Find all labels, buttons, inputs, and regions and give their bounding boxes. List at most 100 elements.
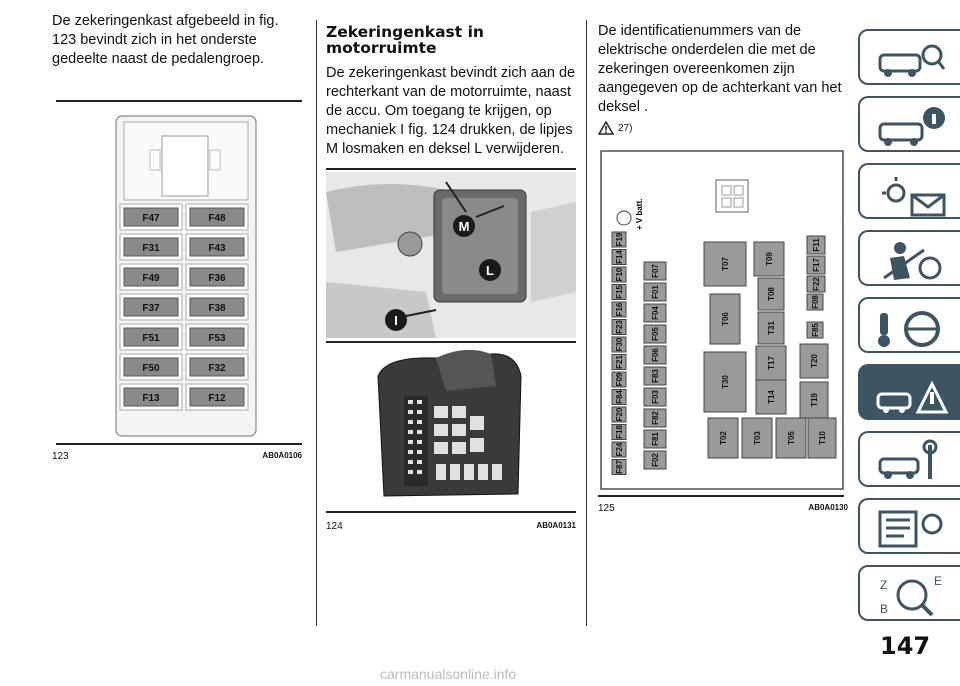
airbag-seatbelt-icon bbox=[883, 242, 942, 280]
warning-reference: 27) bbox=[598, 121, 848, 135]
mini-fuse bbox=[611, 406, 627, 423]
car-service-icon bbox=[878, 439, 938, 479]
car-dashboard-search-icon bbox=[878, 44, 946, 77]
label-f03: F03 bbox=[651, 390, 660, 404]
chapter-tab-7[interactable] bbox=[858, 431, 960, 487]
fuse-layout-diagram: + V batt. F19F14F10F15F16F23F30F21F09F84… bbox=[600, 150, 844, 490]
engine-bay-photo: M L I bbox=[326, 172, 576, 338]
label-f18: F18 bbox=[615, 425, 624, 439]
svg-text:B: B bbox=[880, 602, 888, 616]
label-f21: F21 bbox=[615, 355, 624, 369]
svg-text:E: E bbox=[934, 574, 942, 588]
label-f81: F81 bbox=[651, 432, 660, 446]
section-heading: Zekeringenkast in motorruimte bbox=[326, 23, 484, 57]
label-t30: T30 bbox=[721, 375, 730, 389]
mini-fuse bbox=[611, 249, 627, 265]
fuse bbox=[123, 327, 179, 347]
label-f05: F05 bbox=[651, 327, 660, 341]
label-f08: F08 bbox=[811, 295, 820, 309]
settings-list-icon bbox=[878, 510, 943, 548]
label-t02: T02 bbox=[719, 431, 728, 445]
mini-fuse bbox=[611, 371, 627, 388]
label-f83: F83 bbox=[651, 369, 660, 383]
watermark: carmanualsonline.info bbox=[380, 666, 517, 682]
fuse-left-f31: F31 bbox=[142, 243, 160, 254]
label-f85: F85 bbox=[811, 323, 820, 337]
chapter-tab-4[interactable] bbox=[858, 230, 960, 286]
fuse-left-f13: F13 bbox=[142, 393, 160, 404]
relay bbox=[703, 241, 747, 287]
fuse bbox=[189, 327, 245, 347]
fuse-right-f43: F43 bbox=[208, 243, 226, 254]
fuse bbox=[189, 387, 245, 407]
fuse bbox=[123, 207, 179, 227]
label-f20: F20 bbox=[615, 407, 624, 421]
fuse-left-f50: F50 bbox=[142, 363, 160, 374]
maxi-fuse bbox=[643, 282, 667, 302]
label-f23: F23 bbox=[615, 320, 624, 334]
fuse bbox=[189, 237, 245, 257]
label-f16: F16 bbox=[615, 302, 624, 316]
label-t14: T14 bbox=[767, 390, 776, 404]
figure-divider bbox=[326, 511, 576, 513]
relay-small bbox=[806, 235, 826, 255]
steering-wheel-key-icon bbox=[878, 311, 940, 347]
car-emergency-icon bbox=[876, 380, 949, 414]
figure-divider bbox=[598, 495, 844, 497]
fuse-right-f36: F36 bbox=[208, 273, 226, 284]
label-f07: F07 bbox=[651, 264, 660, 278]
relay bbox=[707, 417, 739, 459]
label-t05: T05 bbox=[787, 431, 796, 445]
column-2: Zekeringenkast in motorruimte De zekerin… bbox=[326, 0, 576, 532]
fuse bbox=[123, 267, 179, 287]
figure-124-engine-bay-photo: M L I bbox=[326, 172, 576, 338]
chapter-tab-1[interactable] bbox=[858, 29, 960, 85]
chapter-tab-2[interactable] bbox=[858, 96, 960, 152]
column-1: De zekeringenkast afgebeeld in fig. 123 … bbox=[52, 0, 302, 462]
relay-small bbox=[806, 275, 826, 293]
label-f01: F01 bbox=[651, 285, 660, 299]
label-f04: F04 bbox=[651, 306, 660, 320]
label-f17: F17 bbox=[812, 258, 821, 272]
column-3: De identificatienummers van de elektrisc… bbox=[598, 0, 848, 514]
chapter-tab-3[interactable] bbox=[858, 163, 960, 219]
label-t10: T10 bbox=[818, 431, 827, 445]
figure-number: 124 bbox=[326, 521, 343, 532]
label-t20: T20 bbox=[810, 354, 819, 368]
warning-triangle-icon bbox=[598, 121, 614, 135]
figure-124-caption: 124 AB0A0131 bbox=[326, 521, 576, 535]
mini-fuse bbox=[611, 336, 627, 353]
figure-divider bbox=[56, 443, 302, 445]
chapter-tab-6[interactable] bbox=[858, 364, 960, 420]
col2-paragraph: De zekeringenkast bevindt zich aan de re… bbox=[326, 65, 576, 157]
chapter-tab-5[interactable] bbox=[858, 297, 960, 353]
figure-code: AB0A0106 bbox=[262, 451, 302, 460]
fuse-right-f38: F38 bbox=[208, 303, 226, 314]
vbatt-label: + V batt. bbox=[635, 199, 644, 230]
fuse bbox=[189, 357, 245, 377]
maxi-fuse bbox=[643, 429, 667, 449]
column-separator bbox=[316, 20, 317, 626]
label-f19: F19 bbox=[615, 232, 624, 246]
fuse bbox=[189, 207, 245, 227]
fuse bbox=[123, 237, 179, 257]
mini-fuse bbox=[611, 389, 627, 405]
relay bbox=[741, 417, 773, 459]
chapter-tab-8[interactable] bbox=[858, 498, 960, 554]
maxi-fuse bbox=[643, 345, 667, 365]
mini-fuse bbox=[611, 459, 627, 475]
fuse-right-f32: F32 bbox=[208, 363, 226, 374]
figure-code: AB0A0130 bbox=[808, 503, 848, 512]
figure-number: 123 bbox=[52, 451, 69, 462]
maxi-fuse bbox=[643, 408, 667, 428]
figure-divider bbox=[326, 341, 576, 343]
fuse-right-f53: F53 bbox=[208, 333, 226, 344]
label-f02: F02 bbox=[651, 453, 660, 467]
mini-fuse bbox=[611, 266, 627, 283]
label-f14: F14 bbox=[615, 250, 624, 264]
label-t31: T31 bbox=[767, 321, 776, 335]
maxi-fuse bbox=[643, 387, 667, 407]
